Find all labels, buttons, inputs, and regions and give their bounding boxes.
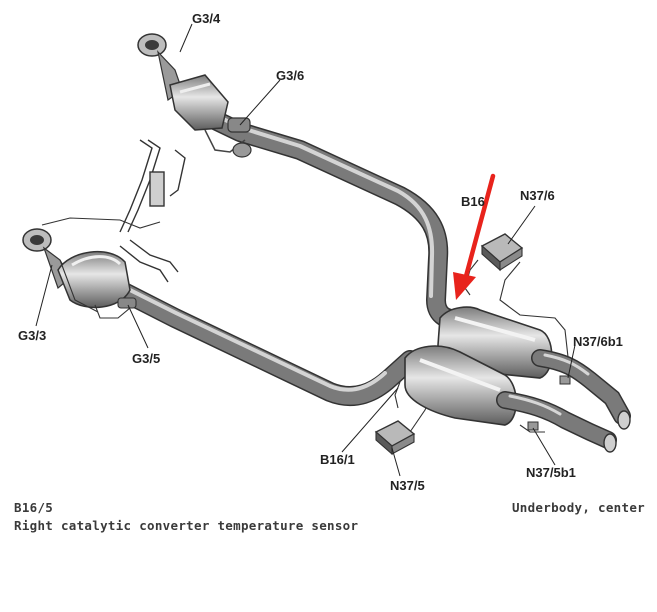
tailpipe-outlet-lower <box>603 433 617 453</box>
right-manifold-catalytic-converter <box>22 228 137 309</box>
upper-exhaust-pipe <box>180 98 472 330</box>
nox-sensor-n37-6b1 <box>559 375 571 385</box>
component-description: Right catalytic converter temperature se… <box>14 518 359 533</box>
left-manifold-catalytic-converter <box>137 33 252 158</box>
label-n37-5b1: N37/5b1 <box>526 465 576 480</box>
leader-lines <box>35 23 576 477</box>
sensor-pointer-arrow <box>453 173 496 300</box>
label-g3-4: G3/4 <box>192 11 221 26</box>
bracket-assembly <box>119 139 186 283</box>
nox-control-unit-n37-5 <box>374 420 416 456</box>
label-g3-5: G3/5 <box>132 351 160 366</box>
label-b16-1: B16/1 <box>320 452 355 467</box>
label-n37-6b1: N37/6b1 <box>573 334 623 349</box>
label-g3-6: G3/6 <box>276 68 304 83</box>
nox-control-unit-n37-6 <box>480 233 524 272</box>
lower-exhaust-pipe <box>110 280 420 406</box>
view-location: Underbody, center <box>511 500 645 515</box>
label-n37-5: N37/5 <box>390 478 425 493</box>
label-n37-6: N37/6 <box>520 188 555 203</box>
label-b16: B16 <box>461 194 485 209</box>
tailpipe-outlet-upper <box>617 410 631 430</box>
exhaust-system-diagram: G3/4 G3/6 G3/3 G3/5 B16 N37/6 N37/6b1 B1… <box>18 11 631 493</box>
label-g3-3: G3/3 <box>18 328 46 343</box>
component-code: B16/5 <box>14 500 54 515</box>
nox-sensor-n37-5b1 <box>527 421 539 431</box>
tail-pipes <box>496 349 631 449</box>
